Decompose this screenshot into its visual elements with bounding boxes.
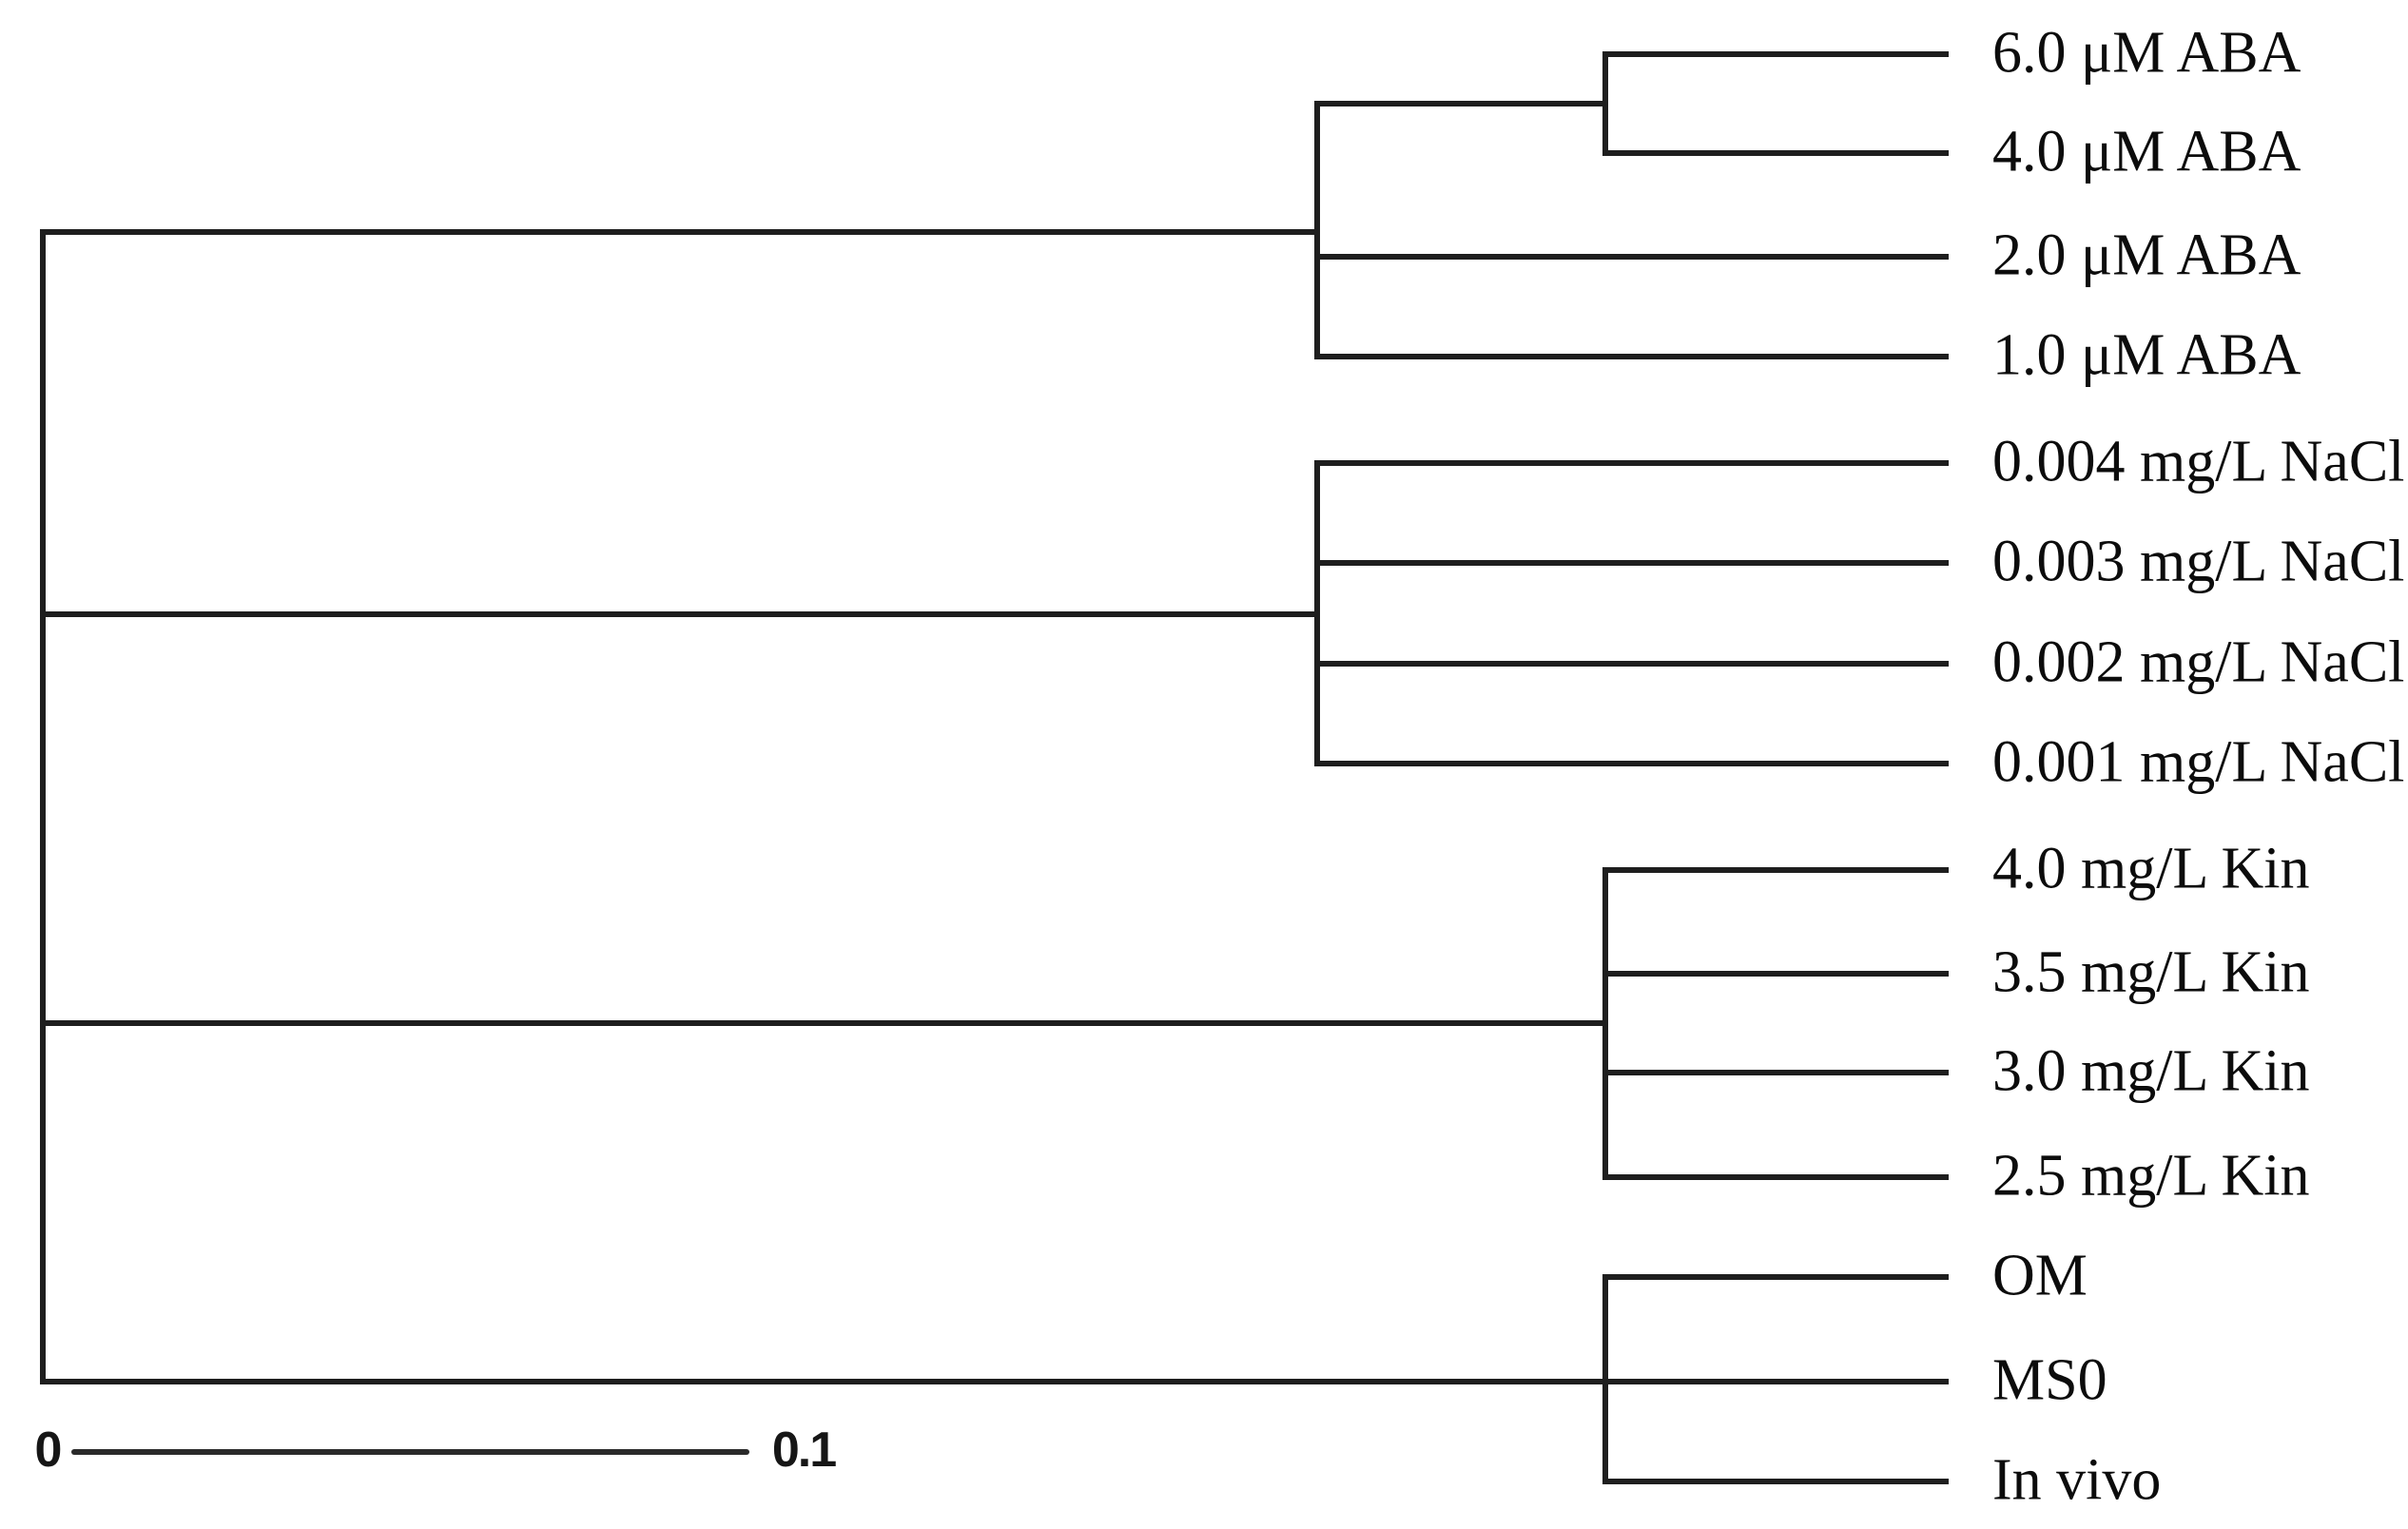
scale-bar-line bbox=[71, 1449, 749, 1455]
scale-zero-label: 0 bbox=[34, 1423, 63, 1478]
leaf-label-9: 4.0 mg/L Kin bbox=[1992, 836, 2310, 901]
leaf-label-4: 1.0 μM ABA bbox=[1992, 322, 2301, 388]
leaf-label-14: MS0 bbox=[1992, 1347, 2107, 1413]
leaf-label-5: 0.004 mg/L NaCl bbox=[1992, 429, 2405, 494]
leaf-label-7: 0.002 mg/L NaCl bbox=[1992, 629, 2405, 695]
leaf-label-11: 3.0 mg/L Kin bbox=[1992, 1038, 2310, 1104]
leaf-label-13: OM bbox=[1992, 1243, 2088, 1308]
leaf-label-1: 6.0 μM ABA bbox=[1992, 20, 2301, 86]
leaf-label-8: 0.001 mg/L NaCl bbox=[1992, 729, 2405, 795]
leaf-label-2: 4.0 μM ABA bbox=[1992, 119, 2301, 184]
leaf-label-3: 2.0 μM ABA bbox=[1992, 223, 2301, 288]
leaf-label-15: In vivo bbox=[1992, 1447, 2162, 1513]
leaf-label-10: 3.5 mg/L Kin bbox=[1992, 939, 2310, 1005]
scale-max-label: 0.1 bbox=[771, 1423, 837, 1478]
leaf-label-12: 2.5 mg/L Kin bbox=[1992, 1143, 2310, 1209]
leaf-label-6: 0.003 mg/L NaCl bbox=[1992, 529, 2405, 594]
